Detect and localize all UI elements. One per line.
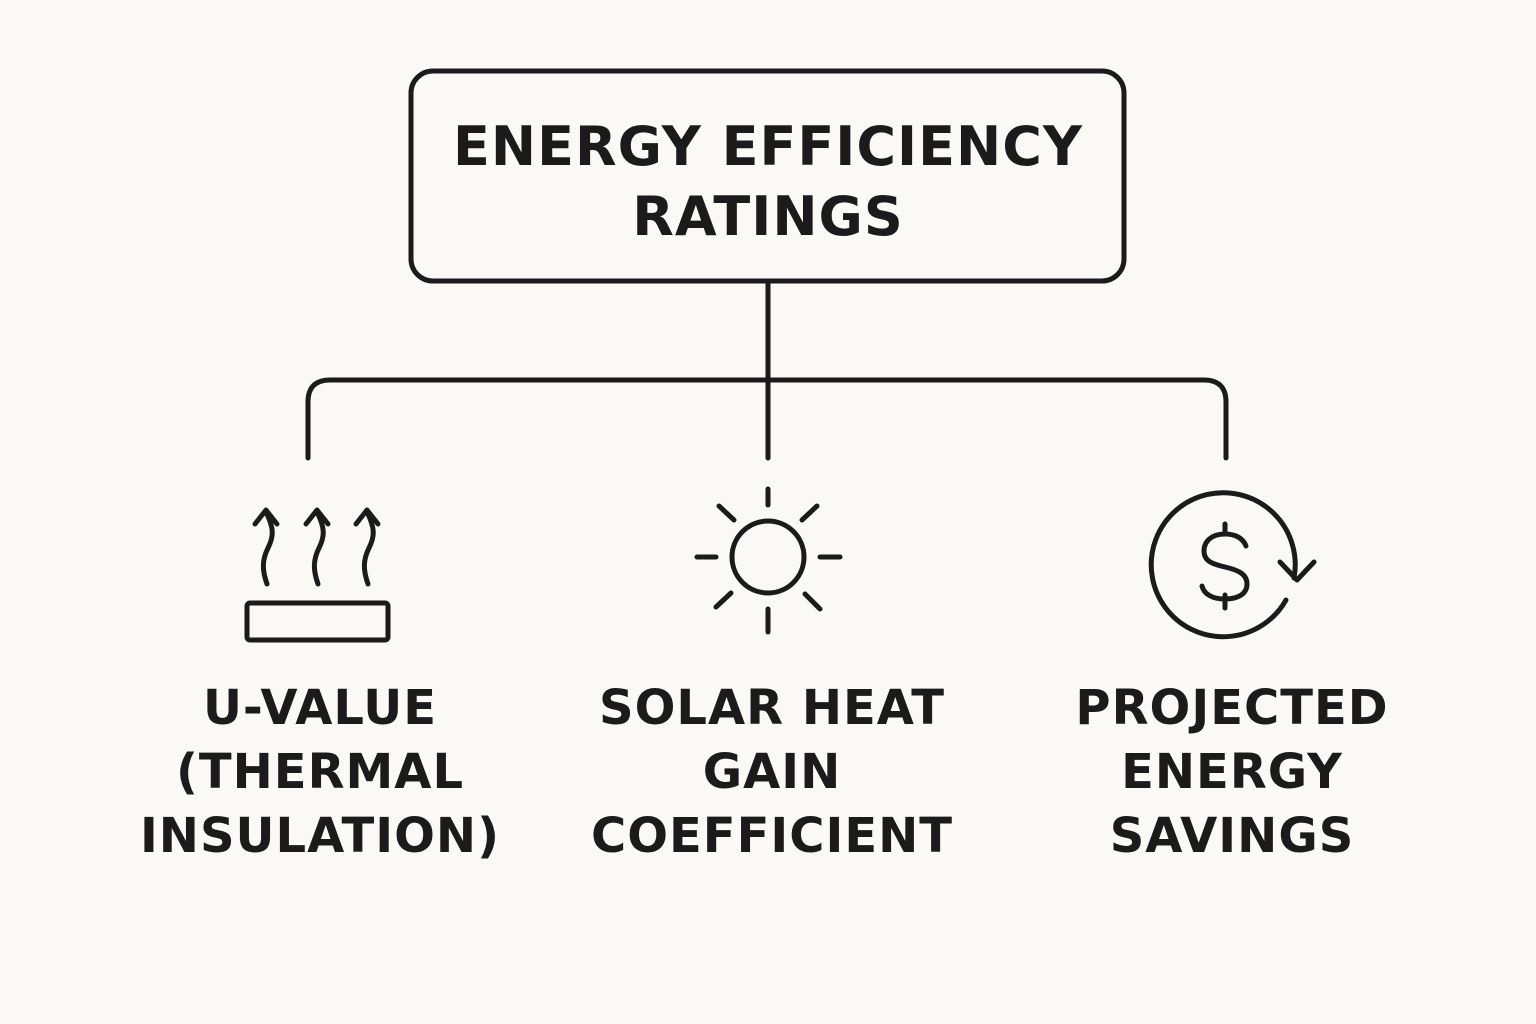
branch-connector	[305, 377, 1229, 461]
sun-ray-bottom-left	[713, 590, 734, 610]
shgc-label-line-3: COEFFICIENT	[590, 808, 954, 864]
shgc-label-line-1: SOLAR HEAT	[599, 680, 945, 736]
heat-arrowhead-left	[252, 507, 280, 527]
heat-waves-insulation-icon	[244, 507, 391, 643]
shgc-node-label: SOLAR HEAT GAIN COEFFICIENT	[552, 676, 992, 868]
sun-ray-top-right	[799, 503, 820, 523]
cycle-arrow-arc	[1148, 490, 1298, 640]
savings-label-line-2: ENERGY	[1121, 744, 1343, 800]
savings-label-line-3: SAVINGS	[1109, 808, 1355, 864]
u-value-label-line-2: (THERMAL	[175, 744, 465, 800]
u-value-label-line-1: U-VALUE	[202, 680, 438, 736]
root-title-line-1: ENERGY EFFICIENCY	[453, 115, 1083, 178]
root-node-title: ENERGY EFFICIENCY RATINGS	[412, 112, 1124, 252]
dollar-cycle-icon	[1148, 490, 1317, 640]
heat-wave-right	[361, 509, 376, 587]
sun-ray-bottom-right	[802, 591, 823, 612]
sun-disc	[729, 518, 807, 596]
dollar-s-curve	[1199, 531, 1250, 602]
heat-wave-middle	[311, 509, 326, 587]
heat-wave-left	[260, 509, 275, 587]
cycle-arrowhead	[1277, 559, 1317, 583]
heat-arrowhead-right	[353, 507, 381, 527]
u-value-node-label: U-VALUE (THERMAL INSULATION)	[100, 676, 540, 868]
savings-node-label: PROJECTED ENERGY SAVINGS	[1012, 676, 1452, 868]
root-title-line-2: RATINGS	[632, 185, 904, 248]
sun-icon	[694, 486, 843, 635]
insulation-slab	[244, 600, 391, 643]
heat-arrowhead-middle	[303, 507, 331, 527]
shgc-label-line-2: GAIN	[702, 744, 842, 800]
sun-ray-top-left	[716, 503, 737, 523]
u-value-label-line-3: INSULATION)	[139, 808, 501, 864]
savings-label-line-1: PROJECTED	[1075, 680, 1389, 736]
